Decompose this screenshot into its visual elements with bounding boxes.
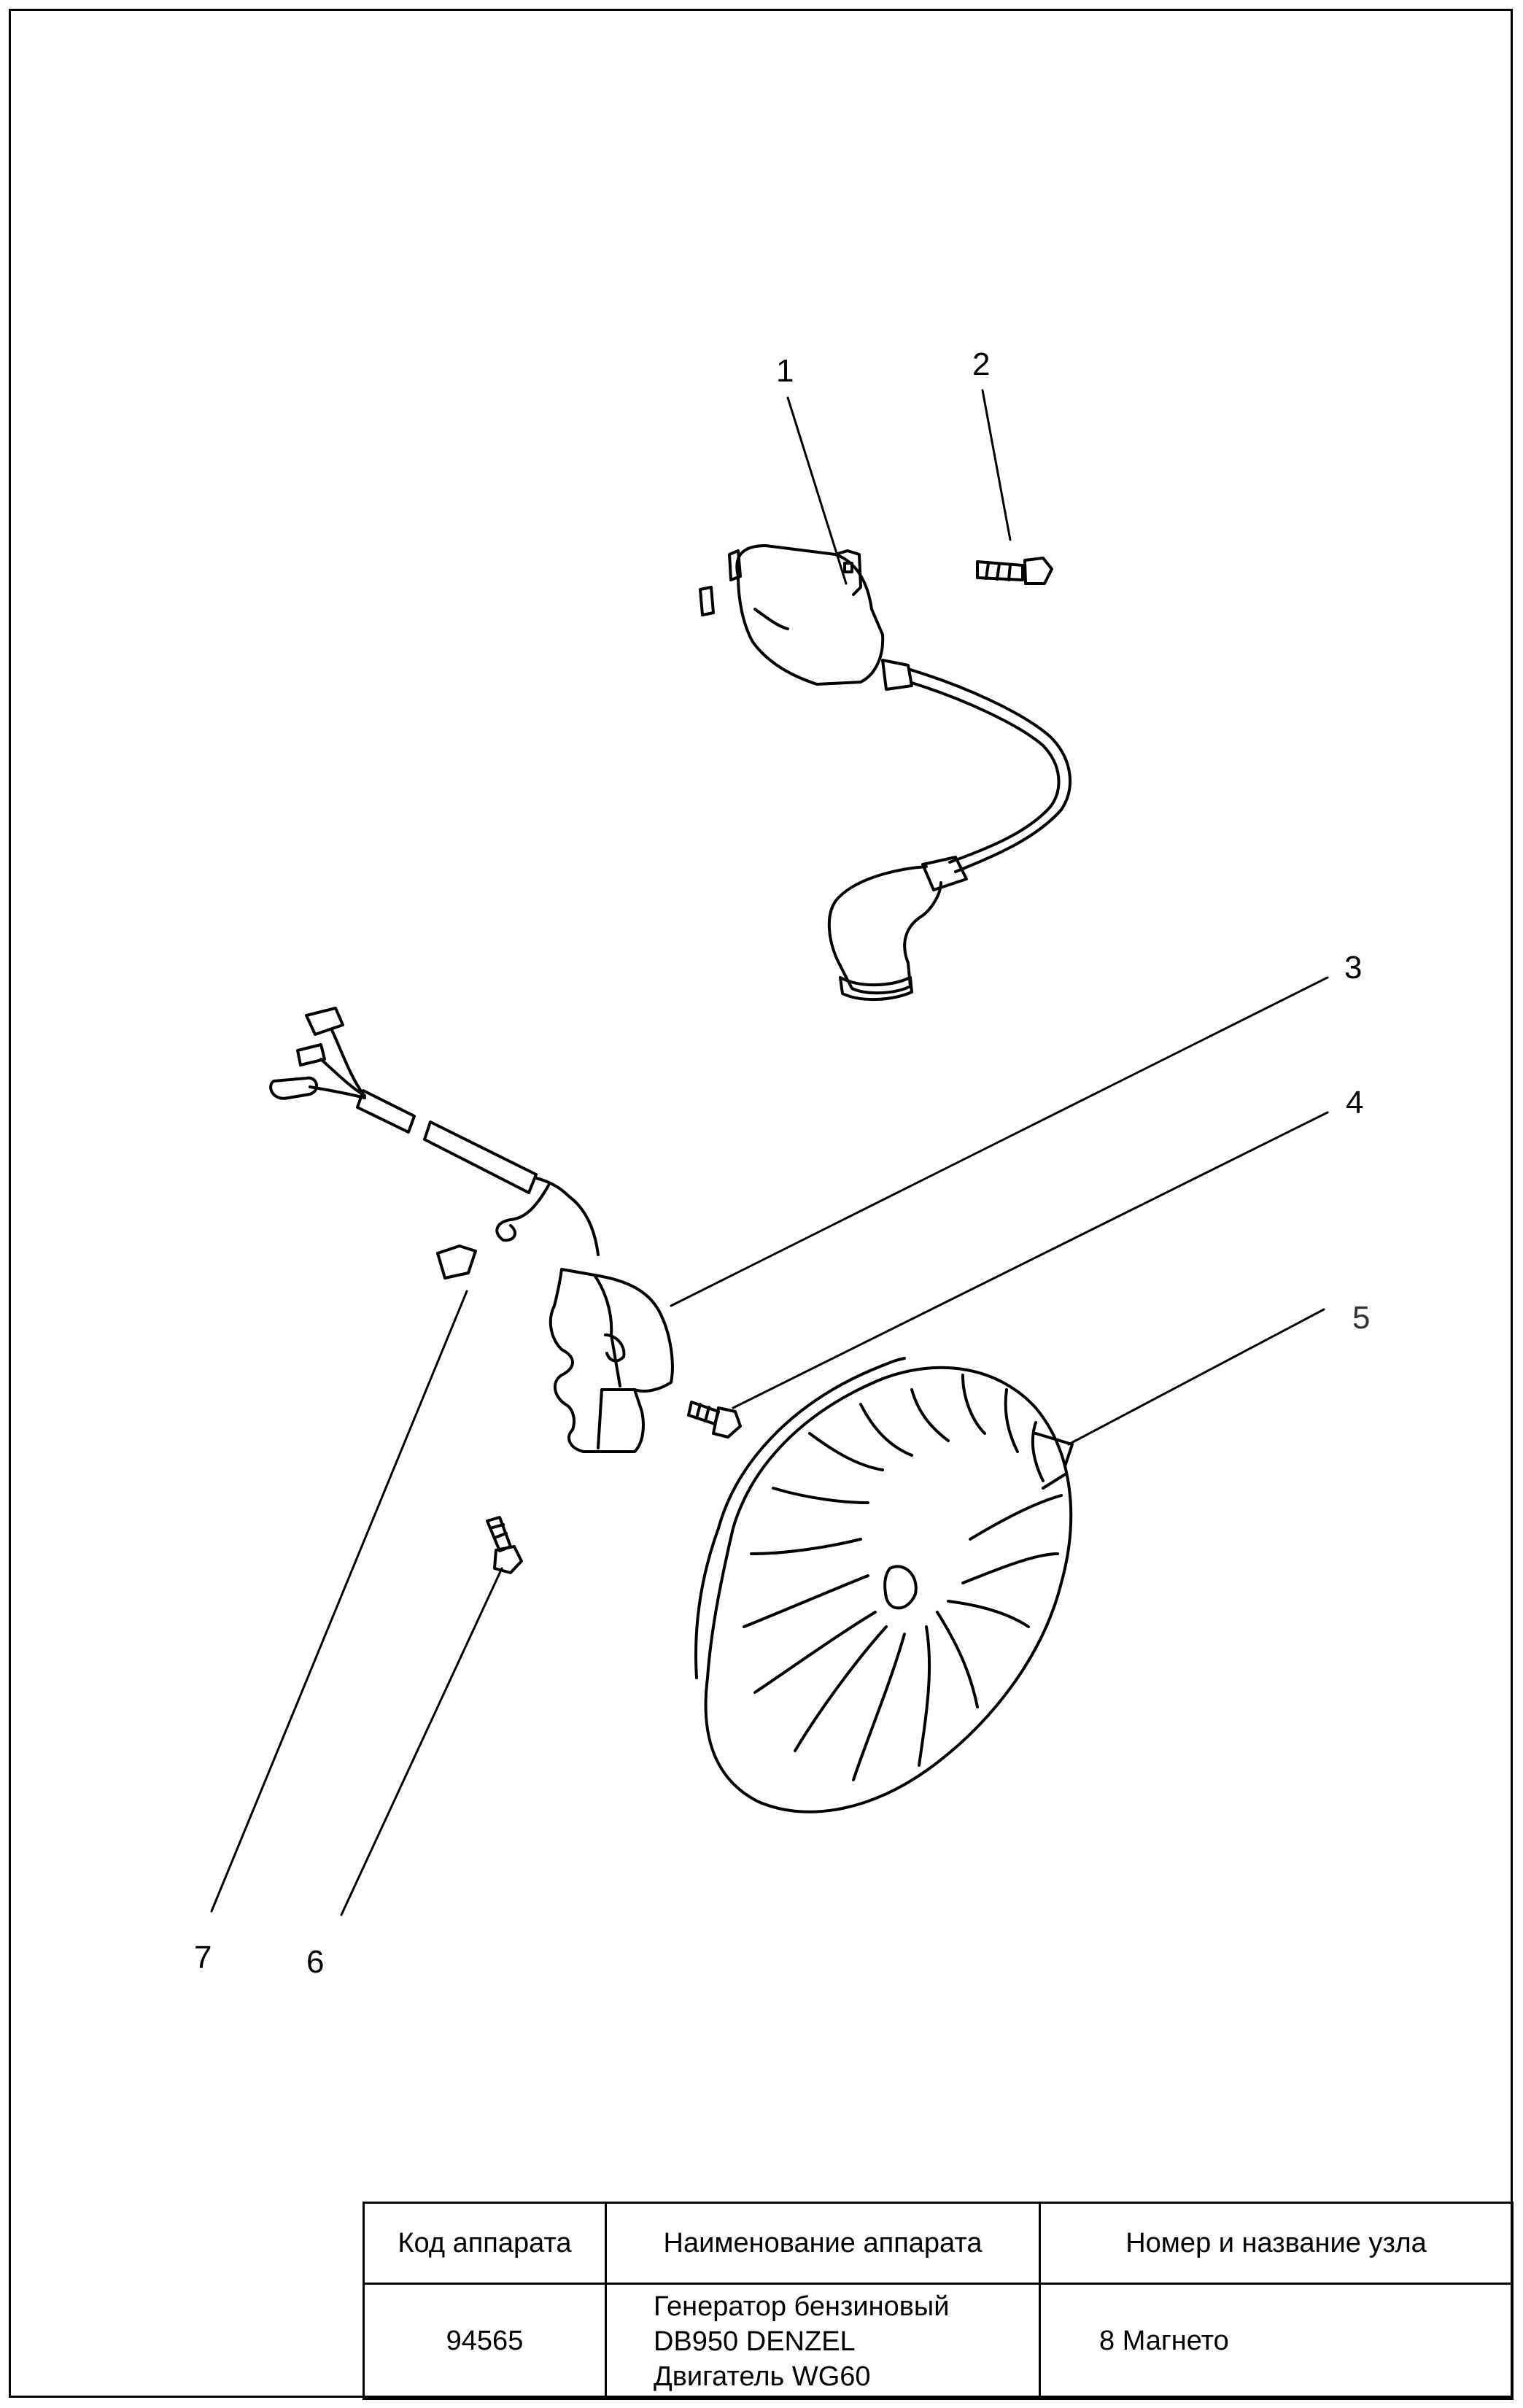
callout-6: 6 xyxy=(306,1944,325,1980)
header-apparatus-code: Код аппарата xyxy=(363,2202,607,2285)
callout-5: 5 xyxy=(1352,1300,1371,1336)
flywheel-part xyxy=(694,1357,1074,1813)
title-block: Код аппарата Наименование аппарата Номер… xyxy=(363,2202,1514,2400)
leader-lines xyxy=(210,389,1329,1916)
apparatus-name-line-2: DB950 DENZEL xyxy=(654,2326,856,2357)
charging-coil-part xyxy=(269,1007,674,1453)
callout-3: 3 xyxy=(1344,950,1363,986)
apparatus-name-line-3: Двигатель WG60 xyxy=(654,2361,871,2392)
ignition-coil-part xyxy=(699,544,1071,1002)
apparatus-name: Генератор бензиновый DB950 DENZEL Двигат… xyxy=(605,2283,1041,2400)
callout-4: 4 xyxy=(1346,1085,1364,1120)
callout-1: 1 xyxy=(776,353,794,389)
apparatus-name-line-1: Генератор бензиновый xyxy=(654,2291,950,2322)
bolt-part-6 xyxy=(486,1516,523,1574)
bolt-part-2 xyxy=(976,557,1053,585)
bolt-part-4 xyxy=(687,1401,742,1439)
header-unit: Номер и название узла xyxy=(1039,2202,1514,2285)
unit-name: 8 Магнето xyxy=(1039,2283,1514,2400)
callout-2: 2 xyxy=(972,347,991,382)
callout-7: 7 xyxy=(194,1940,212,1975)
header-apparatus-name: Наименование аппарата xyxy=(605,2202,1041,2285)
apparatus-code: 94565 xyxy=(363,2283,607,2400)
